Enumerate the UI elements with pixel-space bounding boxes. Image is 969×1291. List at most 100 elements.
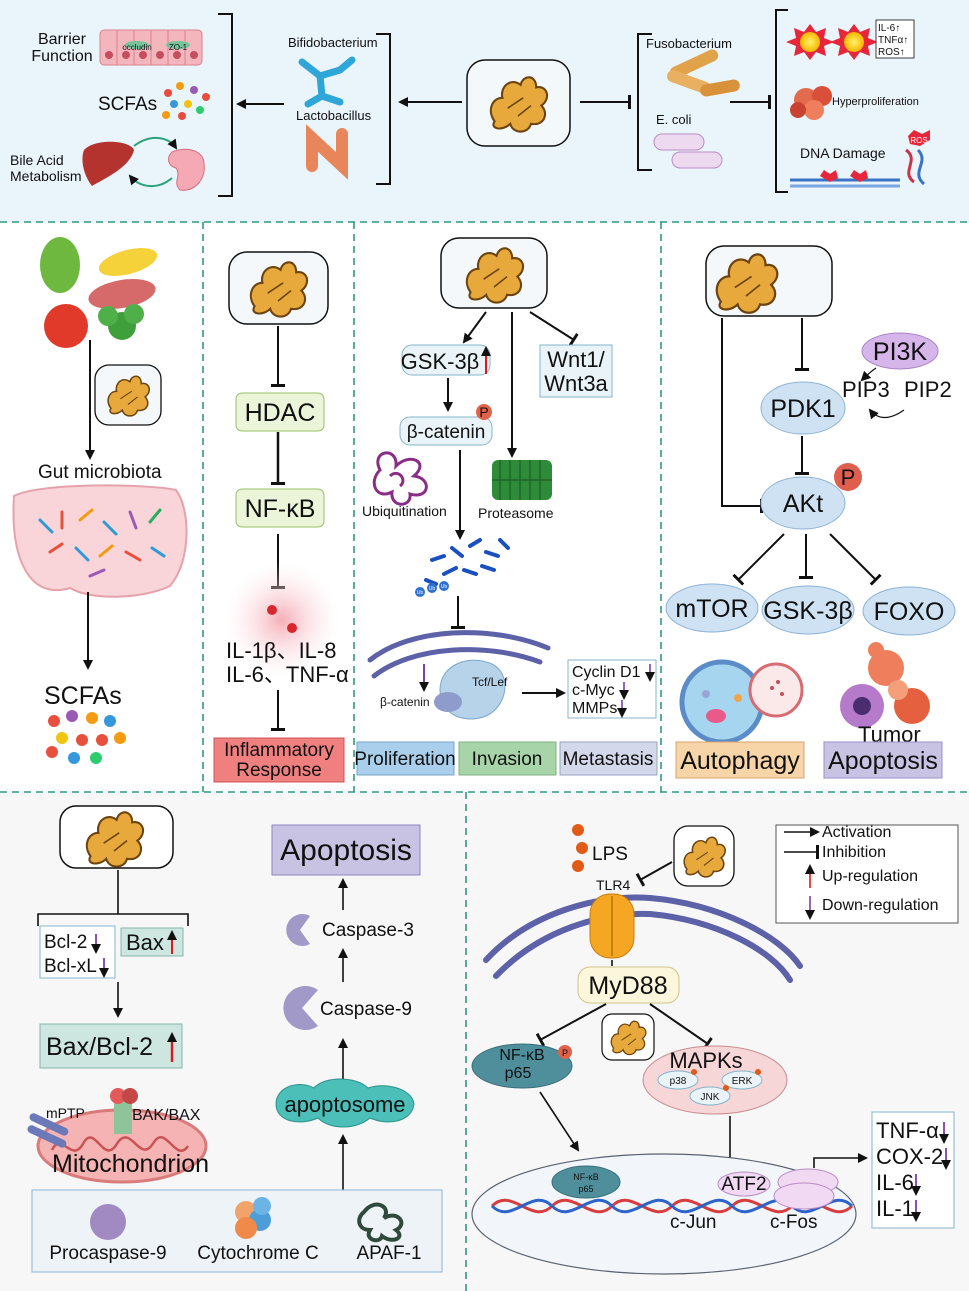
- tumor-icon: [840, 642, 930, 728]
- gut-microbiota-panel: Gut microbiota SCFAs: [12, 237, 188, 764]
- ub-tags-icon: [415, 581, 449, 597]
- tnfa-up: TNFα↑: [878, 35, 908, 46]
- nfkb-box: [235, 488, 325, 528]
- nfkb-label: NF-κB: [245, 495, 316, 523]
- apaf-label: APAF-1: [356, 1243, 421, 1264]
- ubiquitination-icon: [372, 451, 428, 506]
- output-tnfa: TNF-α: [876, 1118, 939, 1143]
- myd88-label: MyD88: [588, 972, 667, 1000]
- ecoli-label: E. coli: [656, 112, 692, 127]
- legend-up-label: Up-regulation: [822, 868, 918, 885]
- proteasome-icon: [492, 460, 552, 500]
- bcatenin-label: β-catenin: [407, 422, 486, 443]
- akt-phospho-label: P: [841, 465, 856, 490]
- metastasis-box: [559, 741, 658, 776]
- mapks-node: [642, 1045, 788, 1115]
- inflammatory-response-box: [213, 737, 345, 783]
- vegetables-icon: [40, 237, 158, 348]
- p65-label: p65: [505, 1065, 532, 1082]
- nfkb-phospho-label: P: [562, 1048, 568, 1058]
- procaspase-icon: [90, 1204, 126, 1240]
- caspase3-label: Caspase-3: [322, 920, 414, 941]
- bax-label: Bax: [126, 930, 164, 955]
- atf2-node: [717, 1171, 771, 1197]
- pi3k-apoptosis-label: Apoptosis: [828, 747, 938, 775]
- tlr-panel: LPS TLR4 MyD88 NF-κB p65 P MAPKs p38 ERK: [471, 824, 959, 1275]
- bakbax-label: BAK/BAX: [132, 1107, 201, 1124]
- akt-phospho: [834, 463, 862, 491]
- gsk-node: [761, 585, 855, 635]
- dna-damage-icon: [790, 130, 930, 188]
- inhibit-foxo: [829, 533, 882, 586]
- zo1-label: ZO-1: [169, 43, 188, 52]
- target-mmps: MMPs: [572, 700, 617, 717]
- bclxl-label: Bcl-xL: [44, 956, 97, 977]
- target-genes-box: [567, 659, 657, 719]
- pdk1-node: [760, 381, 846, 435]
- probiotics-bracket: [376, 33, 391, 185]
- gsk-label: GSK-3β: [401, 349, 480, 374]
- hdac-box: [235, 392, 325, 432]
- foxo-node: [862, 586, 956, 636]
- ub-tag-3: Ub: [441, 584, 448, 590]
- arrow-nfkb-to-nucleus: [539, 1091, 580, 1152]
- hdac-label: HDAC: [245, 399, 316, 427]
- erk-label: ERK: [732, 1076, 753, 1087]
- akt-label: AKt: [783, 490, 823, 518]
- tcf-lef-label: Tcf/Lef: [472, 675, 508, 689]
- dna-damage-label: DNA Damage: [800, 145, 886, 161]
- ecoli-icon: [653, 133, 723, 169]
- foxo-label: FOXO: [874, 598, 945, 626]
- bcatenin-small-label: β-catenin: [380, 695, 430, 709]
- cjun-label: c-Jun: [670, 1212, 716, 1233]
- cfos-label: c-Fos: [770, 1212, 818, 1233]
- procaspase-label: Procaspase-9: [49, 1243, 166, 1264]
- proteasome-label: Proteasome: [478, 505, 554, 521]
- tlr4-receptor-icon: [589, 893, 635, 959]
- gsk-node-label: GSK-3β: [763, 597, 852, 625]
- myd88-box: [577, 966, 680, 1004]
- inflammatory-response-line-1: Inflammatory: [224, 740, 334, 761]
- pi3k-node: [861, 332, 939, 370]
- legend-activation-label: Activation: [822, 824, 891, 841]
- barrier-function-label: Barrier: [38, 31, 87, 48]
- output-il1: IL-1: [876, 1196, 914, 1221]
- occludin-label: occludin: [122, 43, 151, 52]
- lactobacillus-label: Lactobacillus: [296, 108, 372, 123]
- pdk1-label: PDK1: [770, 395, 835, 423]
- arrow-ginger-to-gsk: [462, 311, 487, 344]
- hyperproliferation-label: Hyperproliferation: [832, 96, 919, 108]
- bax-bcl2-ratio-box: [39, 1023, 183, 1069]
- wnt-panel: GSK-3β Wnt1/ Wnt3a β-catenin P Ubiquitin…: [354, 237, 658, 776]
- bcatenin-box: [399, 416, 493, 446]
- output-cox2: COX-2: [876, 1144, 943, 1169]
- scfa-dots-icon: [162, 82, 210, 120]
- cytochrome-label: Cytochrome C: [197, 1243, 318, 1264]
- legend-inhibition-label: Inhibition: [822, 844, 886, 861]
- ubiquitination-label: Ubiquitination: [362, 503, 447, 519]
- outputs-box: [871, 1111, 955, 1229]
- pi3k-apoptosis-box: [823, 741, 943, 779]
- bcl2-label: Bcl-2: [44, 932, 87, 953]
- barrier-function-label-2: Function: [31, 48, 92, 65]
- pathogens-bracket: [637, 33, 652, 171]
- bcl-split-bracket: [37, 913, 189, 926]
- cytokines-line-2: IL-6、TNF-α: [226, 662, 349, 687]
- mtor-node: [665, 583, 759, 633]
- ub-tag-2: Ub: [429, 586, 436, 592]
- apaf-icon: [357, 1202, 404, 1243]
- atf2-label: ATF2: [721, 1174, 766, 1195]
- ros-up: ROS↑: [878, 47, 905, 58]
- nfkb-p65-node: [471, 1043, 573, 1089]
- pip-conversion-arrow: [868, 408, 905, 420]
- pip2-label: PIP2: [904, 377, 952, 402]
- nuclear-nfkb-node: [551, 1165, 621, 1199]
- mitochondrion-icon: [27, 1088, 208, 1184]
- apoptosome-icon: [275, 1078, 415, 1128]
- caspase9-label: Caspase-9: [320, 999, 412, 1020]
- arrow-to-outputs: [813, 1153, 868, 1168]
- fusobacterium-icon: [667, 49, 740, 97]
- bcatenin-phospho: [476, 404, 492, 420]
- il6-up: IL-6↑: [878, 23, 900, 34]
